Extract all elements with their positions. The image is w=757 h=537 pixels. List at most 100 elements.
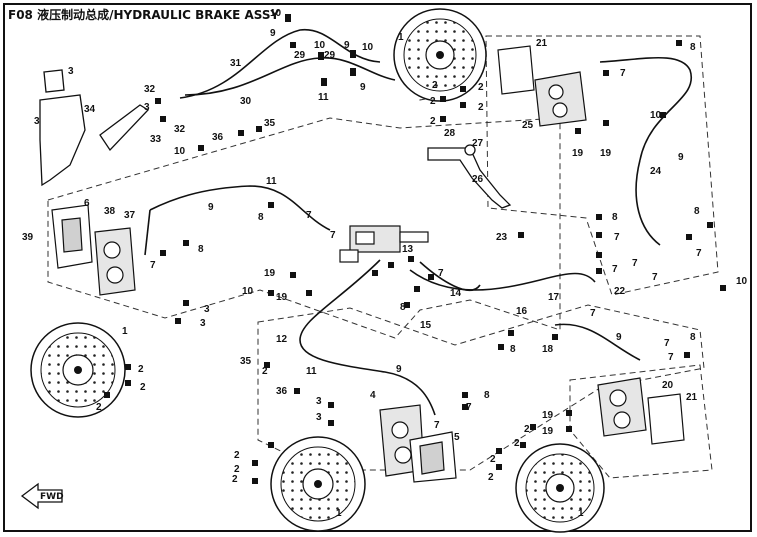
fwd-arrow-icon: FWD bbox=[20, 482, 64, 510]
callout-label: 1 bbox=[122, 326, 128, 337]
callout-label: 7 bbox=[664, 338, 670, 349]
brake-disc-bottom-middle bbox=[270, 436, 366, 532]
callout-label: 10 bbox=[242, 286, 254, 297]
callout-label: 7 bbox=[434, 420, 440, 431]
callout-label: 10 bbox=[314, 40, 326, 51]
callout-label: 10 bbox=[362, 42, 374, 53]
callout-label: 3 bbox=[316, 396, 322, 407]
callout-label: 9 bbox=[678, 152, 684, 163]
brake-lines bbox=[144, 28, 693, 416]
callout-label: 3 bbox=[68, 66, 74, 77]
callout-label: 7 bbox=[620, 68, 626, 79]
callout-label: 12 bbox=[276, 334, 288, 345]
callout-label: 7 bbox=[696, 248, 702, 259]
callout-label: 9 bbox=[344, 40, 350, 51]
callout-label: 2 bbox=[488, 472, 494, 483]
callout-label: 37 bbox=[124, 210, 136, 221]
callout-label: 8 bbox=[198, 244, 204, 255]
callout-label: 7 bbox=[150, 260, 156, 271]
brake-pedal bbox=[427, 144, 512, 209]
callout-label: 8 bbox=[690, 42, 696, 53]
callout-label: 25 bbox=[522, 120, 534, 131]
callout-label: 7 bbox=[614, 232, 620, 243]
callout-label: 2 bbox=[140, 382, 146, 393]
fwd-label: FWD bbox=[40, 492, 64, 502]
callout-label: 1 bbox=[578, 508, 584, 519]
callout-label: 2 bbox=[478, 102, 484, 113]
callout-label: 7 bbox=[438, 268, 444, 279]
callout-label: 9 bbox=[616, 332, 622, 343]
brake-disc-bottom-right bbox=[515, 443, 605, 533]
callout-label: 7 bbox=[668, 352, 674, 363]
fasteners bbox=[104, 14, 726, 484]
callout-label: 5 bbox=[454, 432, 460, 443]
bracket-33 bbox=[99, 104, 150, 152]
callout-label: 36 bbox=[212, 132, 224, 143]
callout-label: 7 bbox=[652, 272, 658, 283]
callout-label: 8 bbox=[510, 344, 516, 355]
bracket-34 bbox=[39, 69, 86, 187]
caliper-right-upper bbox=[497, 45, 587, 127]
page-title: F08 液压制动总成/HYDRAULIC BRAKE ASSY bbox=[8, 8, 280, 22]
callout-label: 7 bbox=[306, 210, 312, 221]
callout-label: 7 bbox=[590, 308, 596, 319]
callout-label: 16 bbox=[516, 306, 528, 317]
callout-label: 13 bbox=[402, 244, 414, 255]
callout-label: 10 bbox=[270, 8, 282, 19]
callout-label: 19 bbox=[600, 148, 612, 159]
callout-label: 7 bbox=[466, 402, 472, 413]
callout-label: 20 bbox=[662, 380, 674, 391]
callout-label: 30 bbox=[240, 96, 252, 107]
callout-label: 18 bbox=[542, 344, 554, 355]
callout-label: 14 bbox=[450, 288, 462, 299]
callout-label: 7 bbox=[632, 258, 638, 269]
callout-label: 38 bbox=[104, 206, 116, 217]
callout-label: 19 bbox=[276, 292, 288, 303]
callout-label: 2 bbox=[524, 424, 530, 435]
callout-label: 21 bbox=[536, 38, 548, 49]
callout-label: 8 bbox=[484, 390, 490, 401]
callout-label: 2 bbox=[262, 366, 268, 377]
callout-label: 2 bbox=[514, 438, 520, 449]
callout-label: 3 bbox=[316, 412, 322, 423]
callout-label: 11 bbox=[266, 176, 277, 187]
caliper-left bbox=[51, 204, 136, 296]
callout-label: 2 bbox=[96, 402, 102, 413]
callout-label: 29 bbox=[324, 50, 336, 61]
callout-label: 23 bbox=[496, 232, 508, 243]
callout-label: 22 bbox=[614, 286, 626, 297]
callout-label: 11 bbox=[318, 92, 329, 103]
callout-label: 19 bbox=[572, 148, 584, 159]
callout-label: 8 bbox=[258, 212, 264, 223]
callout-label: 32 bbox=[174, 124, 186, 135]
callout-label: 8 bbox=[612, 212, 618, 223]
callout-label: 21 bbox=[686, 392, 698, 403]
callout-label: 2 bbox=[430, 116, 436, 127]
callout-label: 7 bbox=[330, 230, 336, 241]
callout-label: 1 bbox=[398, 32, 404, 43]
callout-label: 10 bbox=[174, 146, 186, 157]
callout-label: 2 bbox=[234, 450, 240, 461]
callout-label: 19 bbox=[264, 268, 276, 279]
callout-label: 6 bbox=[84, 198, 90, 209]
callout-label: 19 bbox=[542, 410, 554, 421]
brake-disc-top bbox=[393, 8, 487, 102]
callout-label: 7 bbox=[612, 264, 618, 275]
callout-label: 9 bbox=[208, 202, 214, 213]
brake-disc-left bbox=[30, 322, 126, 418]
callout-label: 11 bbox=[306, 366, 317, 377]
callout-label: 1 bbox=[336, 508, 342, 519]
callout-label: 36 bbox=[276, 386, 288, 397]
callout-label: 39 bbox=[22, 232, 34, 243]
callout-label: 27 bbox=[472, 138, 484, 149]
callout-label: 8 bbox=[400, 302, 406, 313]
caliper-right-lower bbox=[597, 377, 685, 445]
callout-label: 10 bbox=[736, 276, 748, 287]
callout-label: 35 bbox=[240, 356, 252, 367]
callout-labels: 10 9 1 3 31 10 10 29 29 9 30 11 9 34 3 3… bbox=[22, 8, 748, 519]
callout-label: 3 bbox=[204, 304, 210, 315]
callout-label: 9 bbox=[396, 364, 402, 375]
callout-label: 31 bbox=[230, 58, 242, 69]
callout-label: 8 bbox=[690, 332, 696, 343]
callout-label: 4 bbox=[370, 390, 376, 401]
